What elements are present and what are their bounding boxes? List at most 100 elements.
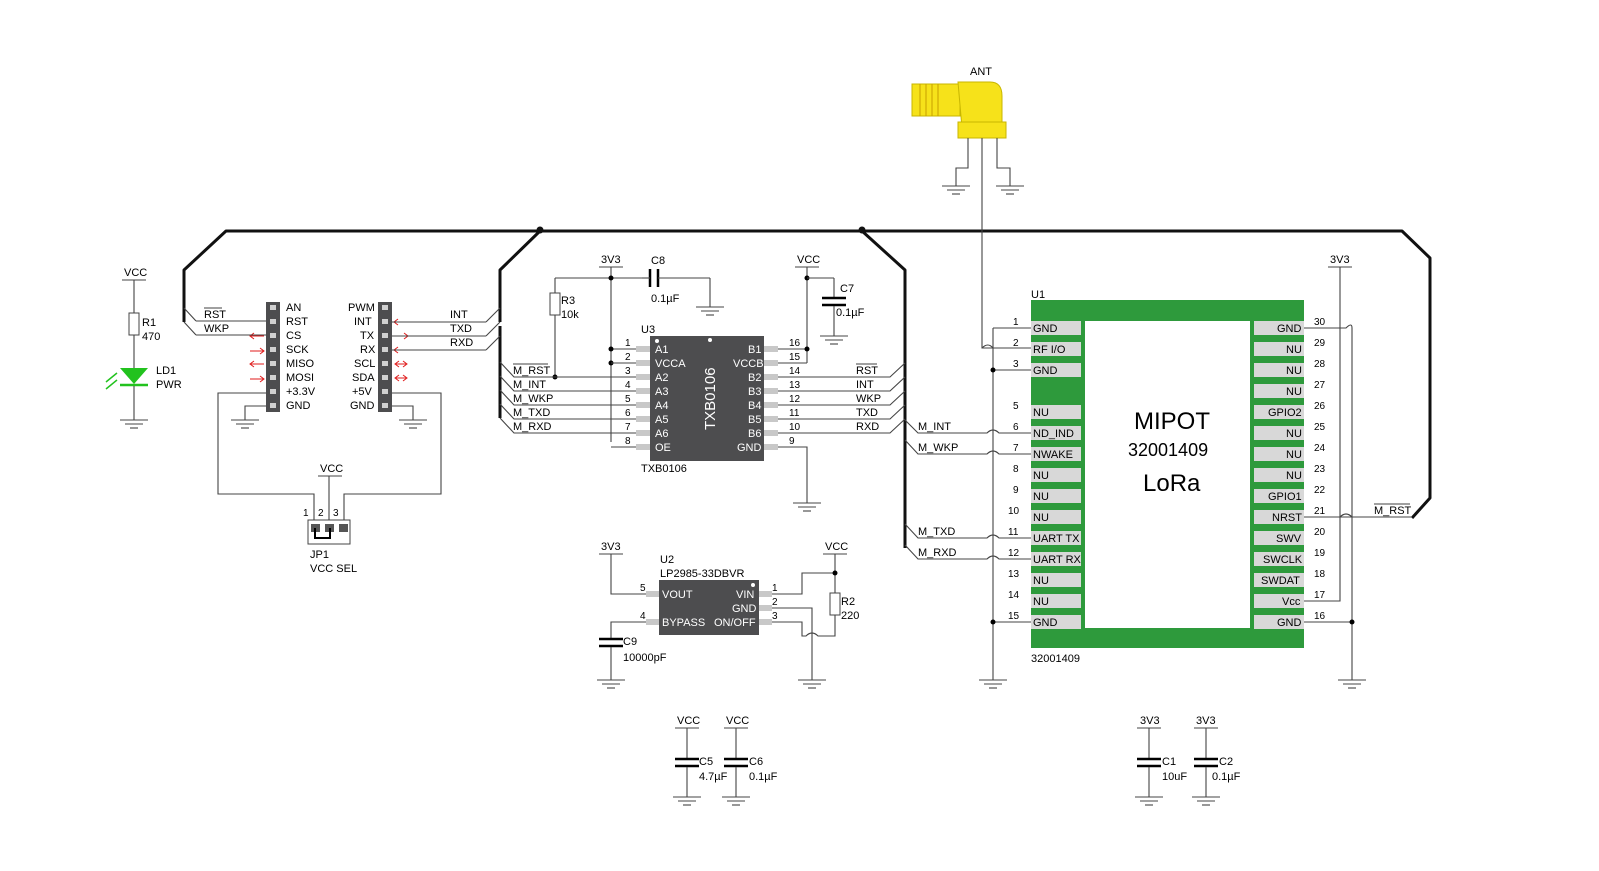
mb-right-pin-gnd: GND — [350, 400, 375, 412]
r3-ref: R3 — [561, 295, 575, 307]
net-txd-u3: TXD — [856, 407, 878, 419]
mikrobus-right-header: PWM INT TX RX SCL SDA +5V GND INT TXD RX… — [343, 302, 501, 510]
u3-pin-a2: A2 — [655, 372, 668, 384]
u1-rpin-20: SWV — [1276, 533, 1302, 545]
u1-num-25: 25 — [1314, 422, 1326, 433]
u2-num-1: 1 — [772, 583, 778, 594]
regulator-u2: 3V3 C9 10000pF VOUT BYPASS VIN GND ON/OF… — [597, 541, 859, 689]
u1-num-27: 27 — [1314, 380, 1326, 391]
u1-num-6: 6 — [1013, 422, 1019, 433]
u1-rpin-26: GPIO2 — [1268, 407, 1302, 419]
u1-rpin-30: GND — [1277, 323, 1302, 335]
u1-rpin-24: NU — [1286, 449, 1302, 461]
u1-num-2: 2 — [1013, 338, 1019, 349]
left-header-body — [266, 302, 280, 412]
u3-num-9: 9 — [789, 436, 795, 447]
r2-value: 220 — [841, 610, 859, 622]
u3-body — [650, 336, 764, 461]
u1-lpin-11: UART TX — [1033, 533, 1080, 545]
u1-lpin-5: NU — [1033, 407, 1049, 419]
u2-num-3: 3 — [772, 611, 778, 622]
u3-num-11: 11 — [789, 408, 800, 419]
c9-value: 10000pF — [623, 652, 667, 664]
u3-pin-oe: OE — [655, 442, 671, 454]
net-rxd-u3: RXD — [856, 421, 879, 433]
u1-lpin-13: NU — [1033, 575, 1049, 587]
mb-left-pin-mosi: MOSI — [286, 372, 314, 384]
u1-lpin-6: ND_IND — [1033, 428, 1074, 440]
c5-value: 4.7µF — [699, 771, 728, 783]
u1-3v3-label: 3V3 — [1330, 254, 1350, 266]
jumper-jp1: VCC 1 2 3 JP1 VCC SEL — [303, 463, 357, 575]
jp1-pin1: 1 — [303, 508, 309, 519]
net-m-rst-u1: M_RST — [1374, 505, 1412, 517]
power-led-section: VCC R1 470 LD1 PWR — [105, 267, 182, 429]
r3-value: 10k — [561, 309, 579, 321]
net-int-right: INT — [450, 309, 468, 321]
net-m-rxd-u1: M_RXD — [918, 547, 957, 559]
net-rst-left: RST — [204, 309, 226, 321]
u1-num-28: 28 — [1314, 359, 1326, 370]
u1-num-3: 3 — [1013, 359, 1019, 370]
jp1-pin3: 3 — [333, 508, 339, 519]
u3-vcc-label: VCC — [797, 254, 820, 266]
jp1-pin2: 2 — [318, 508, 324, 519]
u3-num-3: 3 — [625, 366, 631, 377]
u3-pin-a3: A3 — [655, 386, 668, 398]
mb-left-pin-an: AN — [286, 302, 301, 314]
u1-num-15: 15 — [1008, 611, 1020, 622]
u3-num-16: 16 — [789, 338, 801, 349]
net-m-txd-u1: M_TXD — [918, 526, 955, 538]
u3-pin-b2: B2 — [748, 372, 761, 384]
r1-value: 470 — [142, 331, 160, 343]
net-wkp-u3: WKP — [856, 393, 881, 405]
c7-ref: C7 — [840, 283, 854, 295]
u1-num-17: 17 — [1314, 590, 1326, 601]
jp1-value: VCC SEL — [310, 563, 357, 575]
c8-value: 0.1µF — [651, 293, 680, 305]
resistor-r3 — [549, 292, 561, 316]
u3-num-5: 5 — [625, 394, 631, 405]
u2-pin-bypass: BYPASS — [662, 617, 705, 629]
u3-part-vertical: TXB0106 — [702, 367, 719, 430]
jp1-ref: JP1 — [310, 549, 329, 561]
u1-num-13: 13 — [1008, 569, 1020, 580]
net-m-int-u1: M_INT — [918, 421, 951, 433]
mb-right-pin-sda: SDA — [352, 372, 375, 384]
c1-ref: C1 — [1162, 756, 1176, 768]
mb-right-pin-scl: SCL — [354, 358, 375, 370]
u2-ref: U2 — [660, 554, 674, 566]
c2-ref: C2 — [1219, 756, 1233, 768]
level-shifter-u3: 3V3 R3 10k C8 0.1µF TXB0106 — [499, 254, 906, 512]
u1-num-24: 24 — [1314, 443, 1326, 454]
u2-body — [659, 580, 759, 635]
u3-num-6: 6 — [625, 408, 631, 419]
u3-num-7: 7 — [625, 422, 631, 433]
u1-rpin-18: SWDAT — [1261, 575, 1300, 587]
u3-part-label: TXB0106 — [641, 463, 687, 475]
u3-num-12: 12 — [789, 394, 801, 405]
ld1-value: PWR — [156, 379, 182, 391]
u1-part-label: 32001409 — [1031, 653, 1080, 665]
c6-value: 0.1µF — [749, 771, 778, 783]
c2-3v3-label: 3V3 — [1196, 715, 1216, 727]
u1-num-20: 20 — [1314, 527, 1326, 538]
u1-num-16: 16 — [1314, 611, 1326, 622]
right-header-body — [378, 302, 392, 412]
u3-num-14: 14 — [789, 366, 801, 377]
u3-num-15: 15 — [789, 352, 801, 363]
mb-left-pin-rst: RST — [286, 316, 308, 328]
net-m-rst-u3: M_RST — [513, 365, 551, 377]
u3-pin-b3: B3 — [748, 386, 761, 398]
u1-title-lora: LoRa — [1143, 470, 1201, 497]
bus-lines — [182, 226, 1432, 548]
u2-pin-vout: VOUT — [662, 589, 693, 601]
u1-num-12: 12 — [1008, 548, 1020, 559]
u1-rpin-21: NRST — [1272, 512, 1302, 524]
mb-left-pin-sck: SCK — [286, 344, 309, 356]
u2-vcc-label: VCC — [825, 541, 848, 553]
u3-pin-vcca: VCCA — [655, 358, 686, 370]
mb-left-pin-cs: CS — [286, 330, 301, 342]
u1-lpin-1: GND — [1033, 323, 1058, 335]
u1-lpin-12: UART RX — [1033, 554, 1082, 566]
